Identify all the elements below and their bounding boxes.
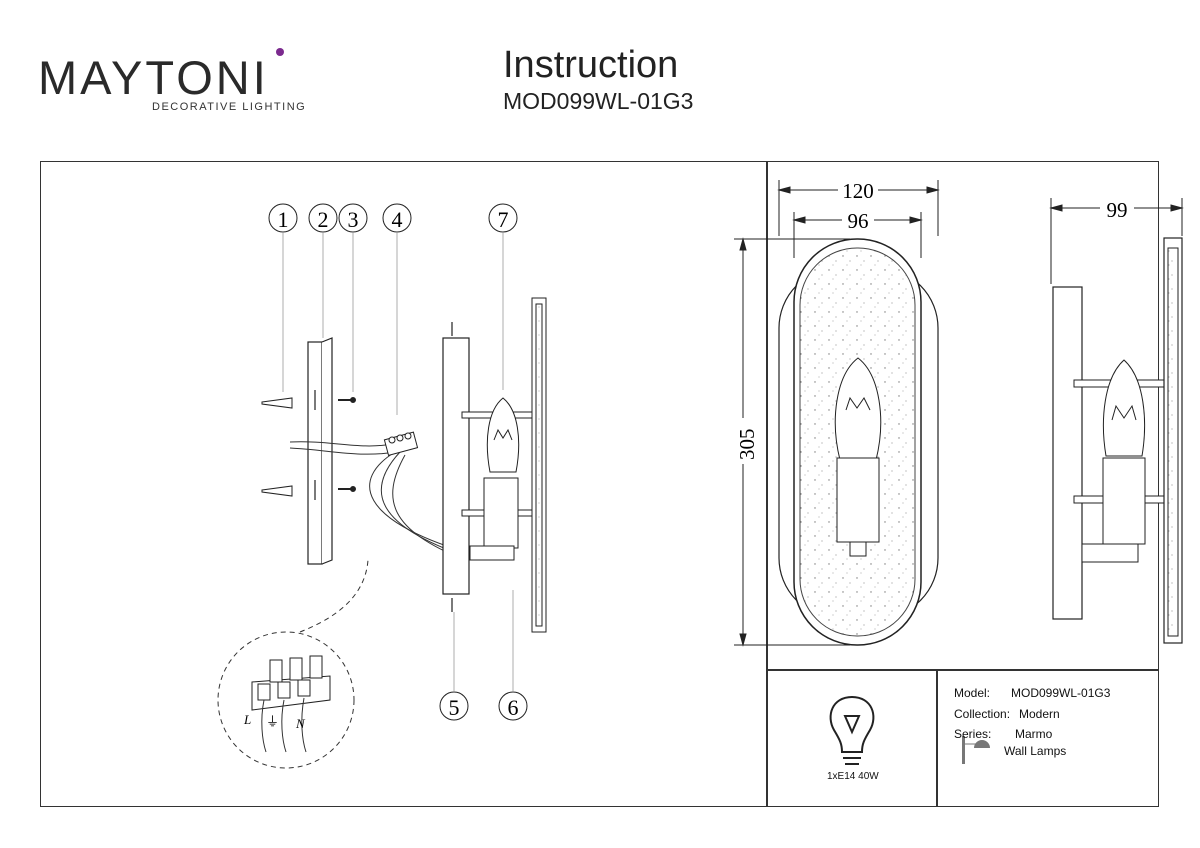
bulb-rating: 1xE14 40W bbox=[827, 771, 879, 782]
part-callout: 3 bbox=[338, 203, 368, 233]
model-label: Model: bbox=[954, 686, 991, 700]
page-model-code: MOD099WL-01G3 bbox=[503, 88, 694, 114]
series-label: Series: bbox=[954, 727, 992, 741]
dimension-inner-width-label: 96 bbox=[848, 209, 869, 233]
callout-3: 3 bbox=[348, 207, 359, 232]
callout-7: 7 bbox=[498, 207, 509, 232]
lamp-backplate bbox=[442, 322, 470, 612]
page-title: Instruction bbox=[503, 44, 679, 86]
terminal-label-ground: ⏚ bbox=[266, 714, 279, 729]
callout-1: 1 bbox=[278, 207, 289, 232]
type-value: Wall Lamps bbox=[1004, 744, 1067, 758]
collection-value: Modern bbox=[1019, 707, 1060, 721]
series-value: Marmo bbox=[1015, 727, 1053, 741]
part-callout: 2 bbox=[308, 203, 338, 233]
brand-logo: MAYTONI bbox=[38, 50, 288, 120]
lamp-front-view bbox=[778, 238, 939, 646]
wires bbox=[289, 441, 466, 561]
part-callout: 1 bbox=[268, 203, 298, 233]
mounting-bracket bbox=[307, 337, 333, 565]
lamp-side-view bbox=[1052, 237, 1183, 644]
screw bbox=[338, 397, 356, 492]
info-divider-mid bbox=[936, 669, 938, 807]
marble-shade-side bbox=[531, 297, 547, 633]
terminal-detail: L ⏚ N bbox=[217, 559, 369, 769]
terminal-label-l: L bbox=[243, 712, 251, 727]
part-callout: 4 bbox=[382, 203, 412, 233]
vertical-divider bbox=[766, 161, 768, 807]
dimension-depth bbox=[1049, 198, 1184, 284]
lamp-arms bbox=[461, 411, 533, 561]
callout-4: 4 bbox=[392, 207, 403, 232]
callout-6: 6 bbox=[508, 695, 519, 720]
wall-plug bbox=[261, 397, 293, 497]
brand-name: MAYTONI bbox=[38, 51, 269, 104]
dimension-outer-width-label: 120 bbox=[842, 179, 874, 203]
logo-dot-icon bbox=[276, 48, 284, 56]
part-callout: 6 bbox=[498, 691, 528, 721]
wall-lamp-icon bbox=[962, 736, 990, 764]
terminal-label-n: N bbox=[295, 716, 306, 731]
brand-tagline: DECORATIVE LIGHTING bbox=[152, 101, 307, 113]
part-callout: 5 bbox=[439, 691, 469, 721]
leader-lines bbox=[282, 232, 514, 692]
part-callout: 7 bbox=[488, 203, 518, 233]
dimension-depth-label: 99 bbox=[1107, 198, 1128, 222]
bulb-icon bbox=[829, 695, 875, 765]
model-value: MOD099WL-01G3 bbox=[1011, 686, 1111, 700]
callout-2: 2 bbox=[318, 207, 329, 232]
callout-5: 5 bbox=[449, 695, 460, 720]
collection-label: Collection: bbox=[954, 707, 1011, 721]
terminal-block bbox=[383, 431, 419, 456]
candle-bulb bbox=[486, 397, 520, 473]
drawing-frame bbox=[40, 161, 1159, 807]
info-divider-top bbox=[766, 669, 1159, 671]
dimension-height-label: 305 bbox=[735, 429, 759, 461]
